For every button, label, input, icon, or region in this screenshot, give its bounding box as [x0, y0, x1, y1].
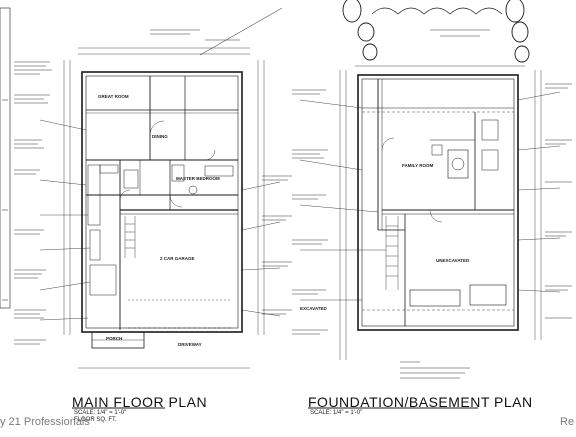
basement-drawing	[292, 0, 572, 409]
basement-plan-title: FOUNDATION/BASEMENT PLAN	[308, 394, 533, 410]
room-label-great-room: GREAT ROOM	[98, 94, 129, 99]
room-label-porch: PORCH	[106, 336, 123, 341]
main-floor-sqft-note: FLOOR SQ. FT.	[74, 417, 117, 423]
main-floor-plan-title: MAIN FLOOR PLAN	[72, 394, 208, 410]
basement-plan-scale: SCALE: 1/4" = 1'-0"	[310, 410, 363, 416]
room-label-garage: 2 CAR GARAGE	[160, 256, 195, 261]
main-floor-plan-scale: SCALE: 1/4" = 1'-0"	[74, 410, 127, 416]
room-label-unexcavated: UNEXCAVATED	[436, 258, 470, 263]
room-label-driveway: DRIVEWAY	[178, 342, 202, 347]
room-label-family-room: FAMILY ROOM	[402, 163, 434, 168]
room-label-excavated: EXCAVATED	[300, 306, 327, 311]
main-floor-drawing	[0, 7, 292, 409]
watermark-right: Re	[560, 416, 575, 428]
room-label-dining: DINING	[152, 134, 168, 139]
room-label-master-bedroom: MASTER BEDROOM	[176, 176, 220, 181]
watermark-left: y 21 Professionals	[0, 416, 90, 428]
